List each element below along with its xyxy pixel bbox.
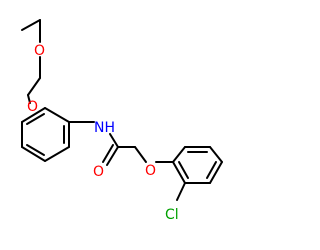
ring2-double-3: [178, 161, 189, 179]
structure-canvas: O O NH O O Cl: [21, 19, 223, 223]
ring2-bond-1: [172, 146, 186, 163]
ring1-bond-4: [21, 146, 46, 162]
ring1-bond-6: [21, 107, 46, 123]
atom-cl: Cl: [165, 207, 179, 223]
bond-ch2-o: [134, 146, 147, 163]
bond-co-2: [102, 144, 114, 163]
atom-o-aryl-ether: O: [27, 99, 38, 115]
ring2-bond-4: [209, 161, 223, 184]
bond-ethyl-terminal: [21, 19, 41, 31]
atom-o-carbonyl: O: [93, 164, 104, 180]
ring2-bond-6: [172, 161, 186, 184]
bond-co-1: [106, 146, 119, 166]
bonds: [21, 19, 223, 201]
bond-chain-c2: [27, 77, 41, 96]
atom-labels: O O NH O O Cl: [27, 43, 179, 223]
atom-nh: NH: [94, 120, 115, 136]
atom-o-ether-top: O: [34, 43, 45, 59]
ring1-bond-1: [44, 107, 70, 123]
bond-chain-c3: [27, 94, 31, 104]
bond-ring2-cl: [176, 182, 186, 201]
atom-o-phenoxy: O: [145, 163, 156, 179]
ring1-bond-3: [44, 146, 70, 162]
ring2-double-2: [206, 161, 217, 179]
ring2-bond-3: [209, 146, 223, 163]
ring1-double-3: [26, 113, 45, 125]
ring1-double-2: [26, 144, 45, 156]
molecule-structure: O O NH O O Cl: [21, 19, 223, 223]
bond-nh-co: [109, 133, 119, 148]
